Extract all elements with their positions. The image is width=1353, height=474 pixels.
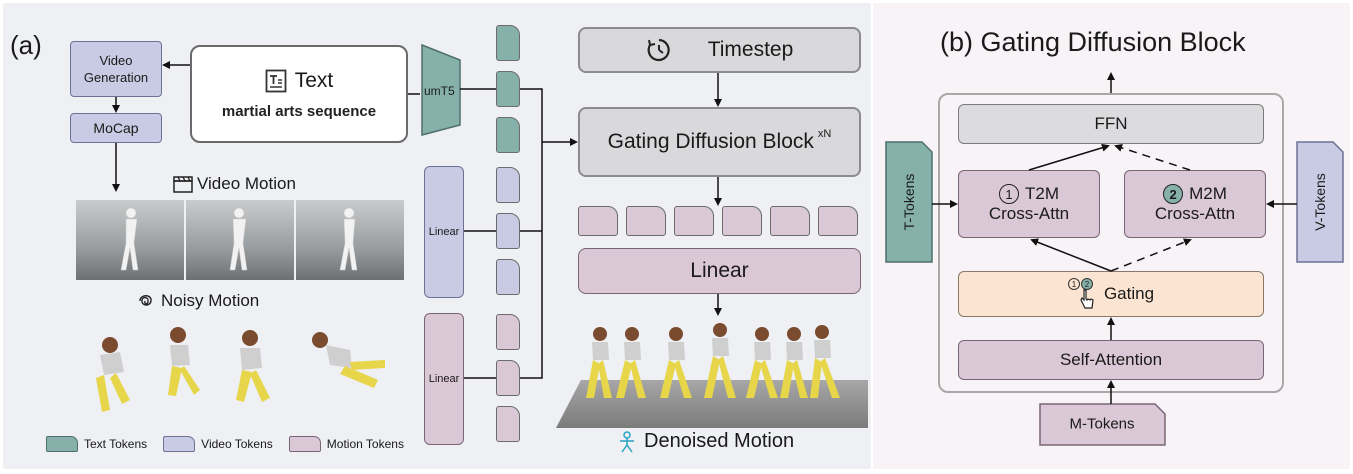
text-title: Text — [294, 68, 334, 92]
mocap-box: MoCap — [70, 113, 162, 143]
output-token-2 — [626, 206, 666, 236]
skeleton-person-icon — [620, 430, 634, 452]
gating-block-label: Gating Diffusion Block — [607, 130, 814, 153]
panel-a-label: (a) — [10, 30, 42, 60]
t2m-title: T2M — [1025, 184, 1059, 203]
pointing-hand-icon — [1080, 289, 1094, 309]
legend-item-text-tokens: Text Tokens — [46, 436, 147, 452]
output-token-5 — [770, 206, 810, 236]
video-token-3 — [496, 259, 520, 295]
self-attention-label: Self-Attention — [1059, 350, 1163, 369]
linear-video-bar: Linear — [424, 166, 464, 298]
text-prompt: martial arts sequence — [221, 102, 377, 120]
clapperboard-icon — [173, 176, 193, 193]
gating-diffusion-block-box: Gating Diffusion Block xN — [578, 107, 861, 177]
motion-token-2 — [496, 360, 520, 396]
v-tokens-label: V-Tokens — [1312, 173, 1328, 231]
m2m-subtitle: Cross-Attn — [1154, 204, 1236, 223]
legend-swatch-motion — [288, 436, 321, 452]
noisy-motion-caption: Noisy Motion — [137, 291, 259, 311]
output-token-1 — [578, 206, 618, 236]
legend-swatch-text — [46, 436, 78, 452]
legend-label-motion: Motion Tokens — [326, 437, 404, 451]
gating-box: 1 2 Gating — [958, 271, 1264, 317]
output-token-6 — [818, 206, 858, 236]
motion-token-1 — [496, 314, 520, 350]
motion-token-3 — [496, 406, 520, 442]
timestep-box: Timestep — [578, 27, 861, 73]
legend-item-video-tokens: Video Tokens — [163, 436, 273, 452]
text-prompt-box: Text martial arts sequence — [190, 45, 408, 143]
t-tokens-label: T-Tokens — [901, 173, 917, 231]
t2m-subtitle: Cross-Attn — [988, 204, 1070, 223]
video-motion-caption: Video Motion — [173, 174, 296, 194]
m2m-title: M2M — [1189, 184, 1227, 203]
gating-hand-icon: 1 2 — [1067, 278, 1094, 310]
text-token-3 — [496, 117, 520, 153]
legend-swatch-video — [163, 436, 196, 452]
video-token-2 — [496, 213, 520, 249]
video-frame-2 — [186, 200, 294, 280]
video-frame-1 — [76, 200, 184, 280]
video-frame-3 — [296, 200, 404, 280]
gating-block-superscript: xN — [817, 128, 832, 140]
umt5-label: umT5 — [424, 84, 455, 98]
linear-main-label: Linear — [690, 259, 749, 282]
gating-icon-badge-1: 1 — [1067, 278, 1080, 290]
gating-label: Gating — [1103, 284, 1155, 303]
t2m-cross-attn-box: 1 T2M Cross-Attn — [958, 170, 1100, 238]
legend-label-text: Text Tokens — [84, 437, 148, 451]
m-tokens-label: M-Tokens — [1069, 415, 1135, 433]
output-token-3 — [674, 206, 714, 236]
denoised-motion-label: Denoised Motion — [644, 430, 795, 452]
output-token-4 — [722, 206, 762, 236]
legend-item-motion-tokens: Motion Tokens — [288, 436, 404, 452]
linear-motion-bar: Linear — [424, 313, 464, 445]
video-generation-box: Video Generation — [70, 41, 162, 97]
denoised-floor — [556, 380, 868, 428]
ffn-label: FFN — [1094, 114, 1128, 133]
timer-icon — [647, 38, 670, 62]
noise-scribble-icon — [139, 295, 152, 306]
video-token-1 — [496, 167, 520, 203]
legend-label-video: Video Tokens — [201, 437, 273, 451]
timestep-label: Timestep — [707, 38, 794, 61]
t2m-number-badge: 1 — [999, 184, 1019, 204]
noisy-motion-label: Noisy Motion — [161, 291, 260, 310]
linear-main-box: Linear — [578, 248, 861, 294]
denoised-motion-caption: Denoised Motion — [618, 430, 794, 453]
m2m-cross-attn-box: 2 M2M Cross-Attn — [1124, 170, 1266, 238]
self-attention-box: Self-Attention — [958, 340, 1264, 380]
legend: Text Tokens Video Tokens Motion Tokens — [46, 436, 404, 452]
gating-icon-badge-2: 2 — [1080, 278, 1093, 290]
m2m-number-badge: 2 — [1163, 184, 1184, 204]
panel-b-title: (b) Gating Diffusion Block — [940, 27, 1246, 57]
text-token-1 — [496, 25, 520, 61]
document-icon — [265, 69, 287, 92]
ffn-box: FFN — [958, 104, 1264, 144]
text-token-2 — [496, 71, 520, 107]
video-motion-label: Video Motion — [197, 174, 296, 193]
